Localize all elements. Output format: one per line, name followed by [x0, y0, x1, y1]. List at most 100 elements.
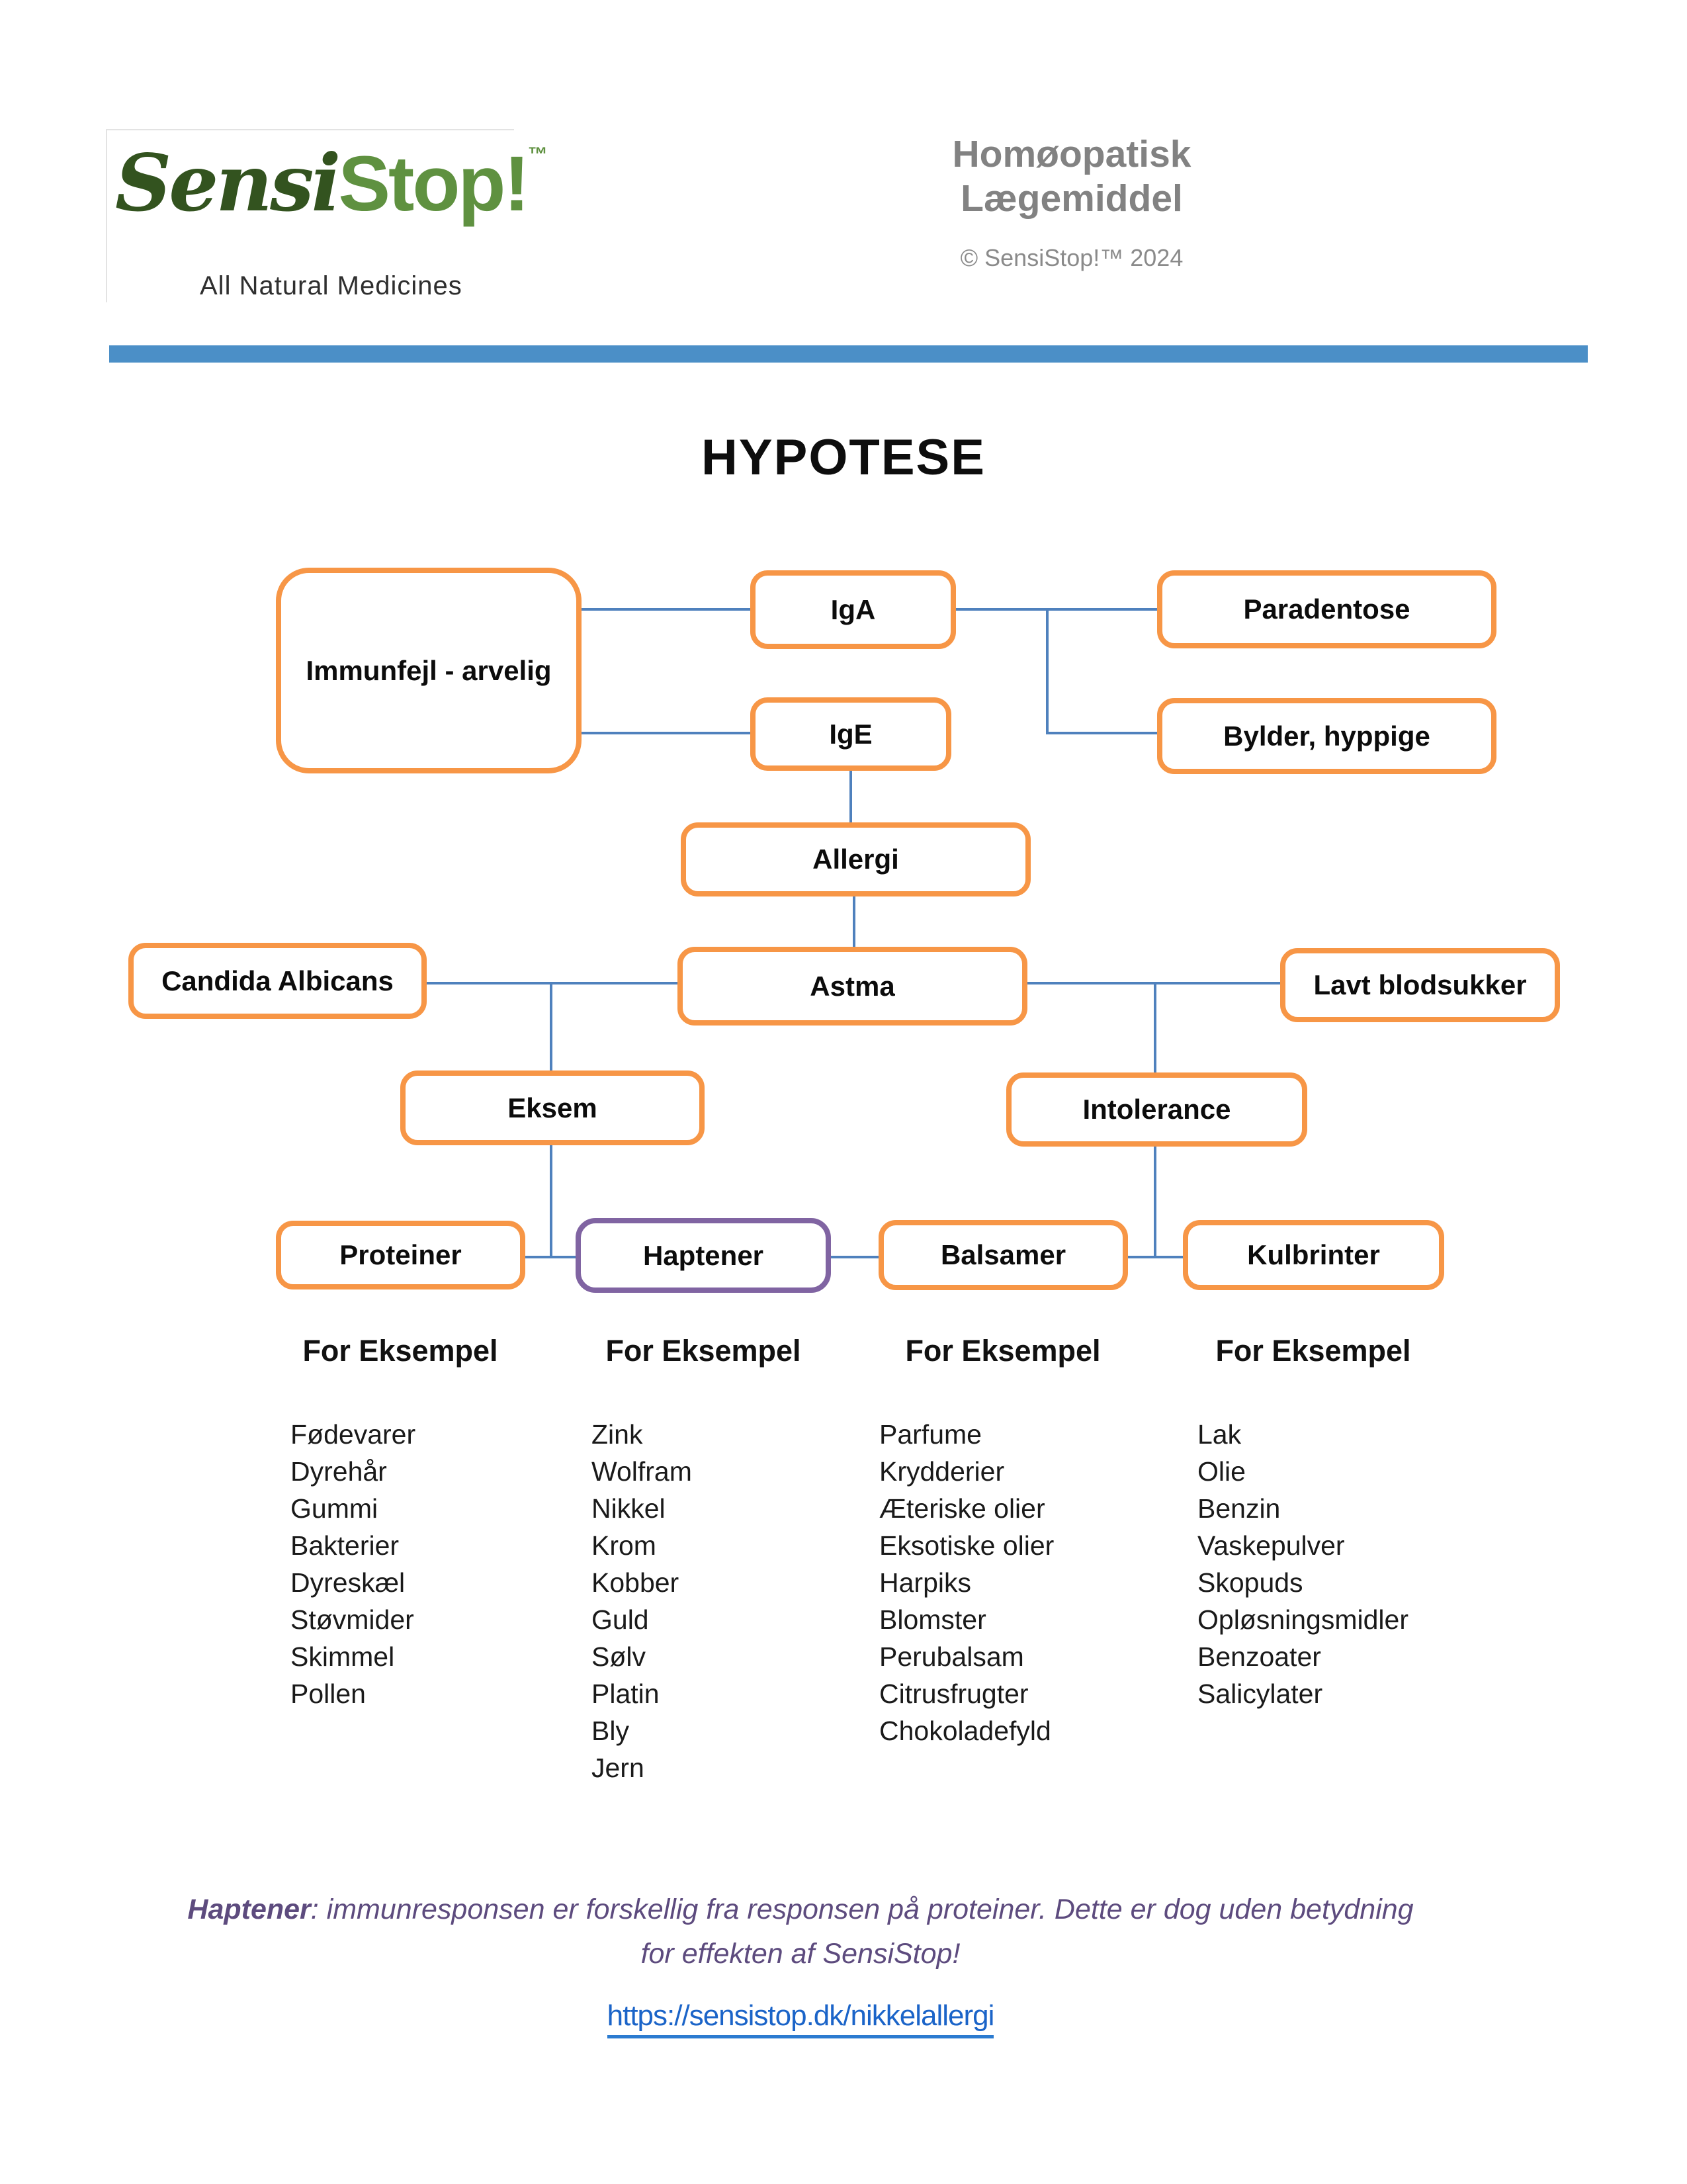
node-label: IgE	[829, 718, 873, 750]
connector-line	[525, 1256, 576, 1258]
list-item: Sølv	[591, 1641, 646, 1672]
node-label: Haptener	[642, 1239, 764, 1271]
node-label: IgA	[830, 593, 876, 625]
list-item: Guld	[591, 1604, 649, 1635]
footer-note: Haptener: immunresponsen er forskellig f…	[0, 1888, 1601, 1976]
list-item: Lak	[1197, 1419, 1242, 1450]
node-label: Astma	[810, 970, 895, 1002]
node-label: Immunfejl - arvelig	[306, 654, 552, 686]
node-haptener: Haptener	[576, 1218, 831, 1293]
examples-heading-proteiner: For Eksempel	[302, 1334, 498, 1368]
document-header: Homøopatisk Lægemiddel © SensiStop!™ 202…	[807, 132, 1336, 272]
list-item: Pollen	[290, 1679, 366, 1709]
list-item: Krydderier	[879, 1456, 1005, 1487]
connector-line	[956, 608, 1157, 611]
node-label: Candida Albicans	[161, 965, 394, 996]
connector-line	[831, 1256, 879, 1258]
list-item: Benzin	[1197, 1493, 1281, 1524]
list-item: Perubalsam	[879, 1641, 1024, 1672]
nikkelallergi-link[interactable]: https://sensistop.dk/nikkelallergi	[607, 1999, 994, 2038]
node-label: Lavt blodsukker	[1313, 969, 1527, 1000]
list-item: Citrusfrugter	[879, 1679, 1029, 1709]
node-eksem: Eksem	[400, 1070, 705, 1145]
connector-line	[1128, 1256, 1183, 1258]
list-item: Zink	[591, 1419, 643, 1450]
connector-line	[1154, 1147, 1156, 1258]
connector-line	[853, 896, 855, 947]
sensistop-logo: SensiStop!™ All Natural Medicines	[106, 129, 548, 302]
node-paradentose: Paradentose	[1157, 570, 1496, 648]
footer-note-text: : immunresponsen er forskellig fra respo…	[310, 1894, 1414, 1925]
node-ige: IgE	[750, 697, 951, 771]
logo-sensi-text: Sensi	[115, 137, 341, 229]
list-item: Wolfram	[591, 1456, 692, 1487]
connector-line	[849, 771, 852, 822]
connector-line	[582, 608, 750, 611]
list-item: Blomster	[879, 1604, 986, 1635]
list-item: Æteriske olier	[879, 1493, 1045, 1524]
list-item: Skopuds	[1197, 1567, 1303, 1598]
node-label: Balsamer	[940, 1239, 1066, 1270]
node-allergi: Allergi	[681, 822, 1031, 896]
trademark-symbol: ™	[527, 144, 548, 165]
examples-heading-haptener: For Eksempel	[605, 1334, 801, 1368]
connector-line	[1047, 732, 1157, 734]
node-candida-albicans: Candida Albicans	[128, 943, 427, 1019]
node-bylder-hyppige: Bylder, hyppige	[1157, 698, 1496, 774]
node-proteiner: Proteiner	[276, 1221, 525, 1289]
footer-link-row: https://sensistop.dk/nikkelallergi	[0, 1999, 1601, 2038]
node-intolerance: Intolerance	[1006, 1072, 1307, 1147]
footer-note-line2: for effekten af SensiStop!	[640, 1937, 961, 1970]
list-item: Dyrehår	[290, 1456, 387, 1487]
list-item: Støvmider	[290, 1604, 414, 1635]
list-item: Fødevarer	[290, 1419, 416, 1450]
connector-line	[1046, 608, 1049, 734]
node-lavt-blodsukker: Lavt blodsukker	[1280, 948, 1560, 1022]
list-item: Vaskepulver	[1197, 1530, 1345, 1561]
node-label: Allergi	[812, 844, 899, 875]
connector-line	[550, 983, 552, 1070]
node-label: Proteiner	[339, 1239, 462, 1270]
list-item: Dyreskæl	[290, 1567, 406, 1598]
node-iga: IgA	[750, 570, 956, 649]
node-label: Eksem	[507, 1092, 597, 1123]
list-item: Olie	[1197, 1456, 1246, 1487]
node-kulbrinter: Kulbrinter	[1183, 1220, 1444, 1290]
connector-line	[582, 732, 750, 734]
list-item: Platin	[591, 1679, 660, 1709]
list-item: Skimmel	[290, 1641, 395, 1672]
node-label: Bylder, hyppige	[1223, 720, 1430, 752]
list-item: Salicylater	[1197, 1679, 1323, 1709]
list-item: Chokoladefyld	[879, 1716, 1051, 1746]
examples-heading-kulbrinter: For Eksempel	[1215, 1334, 1411, 1368]
header-divider-bar	[109, 345, 1588, 363]
copyright-notice: © SensiStop!™ 2024	[960, 243, 1184, 271]
list-item: Gummi	[290, 1493, 378, 1524]
node-label: Kulbrinter	[1247, 1239, 1380, 1270]
list-item: Bly	[591, 1716, 629, 1746]
node-astma: Astma	[677, 947, 1027, 1026]
header-title-line1: Homøopatisk	[952, 133, 1191, 175]
node-immunfejl-arvelig: Immunfejl - arvelig	[276, 568, 582, 773]
list-item: Kobber	[591, 1567, 679, 1598]
examples-heading-balsamer: For Eksempel	[905, 1334, 1101, 1368]
logo-tagline: All Natural Medicines	[200, 271, 462, 300]
connector-line	[550, 1145, 552, 1258]
list-item: Nikkel	[591, 1493, 666, 1524]
node-label: Intolerance	[1082, 1094, 1231, 1125]
node-label: Paradentose	[1243, 593, 1410, 625]
header-title-line2: Lægemiddel	[961, 177, 1183, 220]
page-title: HYPOTESE	[701, 429, 986, 486]
list-item: Parfume	[879, 1419, 982, 1450]
logo-stop-text: Stop!	[338, 140, 529, 228]
list-item: Harpiks	[879, 1567, 971, 1598]
list-item: Opløsningsmidler	[1197, 1604, 1408, 1635]
connector-line	[1154, 983, 1156, 1072]
list-item: Benzoater	[1197, 1641, 1321, 1672]
logo-wordmark: SensiStop!™	[115, 137, 548, 229]
